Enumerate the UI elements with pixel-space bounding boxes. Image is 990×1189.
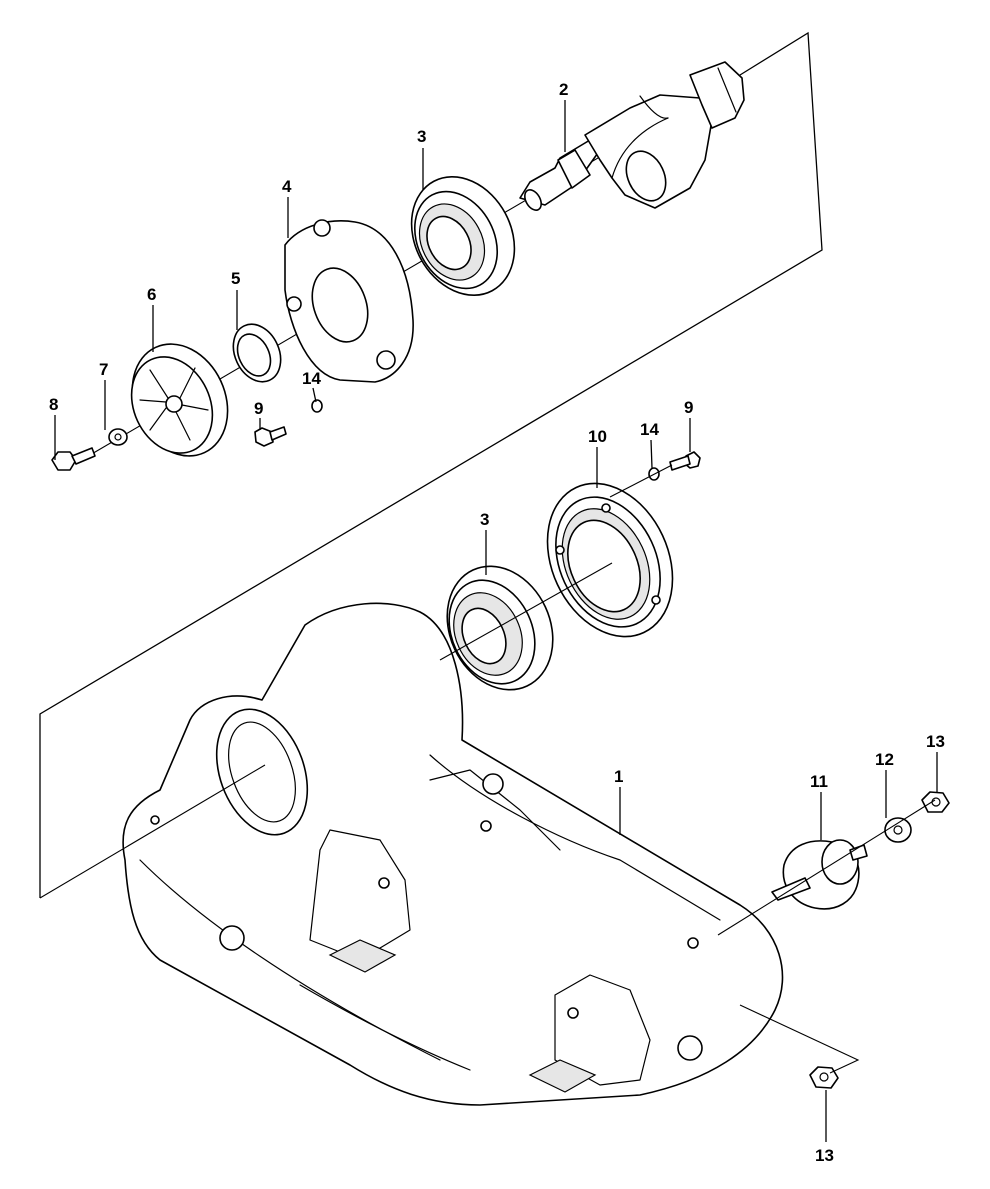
nut-axis <box>739 1004 860 1074</box>
screw-axis <box>609 464 673 498</box>
end-plate-part <box>284 219 414 383</box>
rubber-buffer-part <box>771 839 868 910</box>
lower-nut-part <box>809 1066 839 1089</box>
pulley-part <box>130 343 229 457</box>
housing-axis <box>39 764 266 899</box>
buffer-washer-part <box>884 817 912 843</box>
callout-14-lower: 14 <box>640 420 659 439</box>
lower-bearing-part <box>446 565 554 691</box>
callout-1: 1 <box>614 767 623 786</box>
upper-small-washer-part <box>311 399 323 413</box>
leader-lines <box>54 100 938 1142</box>
upper-nut-part <box>921 791 950 813</box>
callout-10: 10 <box>588 427 607 446</box>
washer-part <box>108 428 128 446</box>
callout-3-upper: 3 <box>417 127 426 146</box>
buffer-axis <box>717 799 936 936</box>
base-plate-part <box>122 602 784 1106</box>
callout-14-upper: 14 <box>302 369 321 388</box>
callout-13-lower: 13 <box>815 1146 834 1165</box>
callout-9-lower: 9 <box>684 398 693 417</box>
callout-3-lower: 3 <box>480 510 489 529</box>
callout-11: 11 <box>810 772 828 791</box>
callout-5: 5 <box>231 269 240 288</box>
bearing-housing-part <box>546 482 674 638</box>
callout-8: 8 <box>49 395 58 414</box>
callout-7: 7 <box>99 360 108 379</box>
callouts: 2 3 4 5 6 7 8 9 14 10 14 9 3 1 11 12 13 … <box>49 80 945 1165</box>
callout-12: 12 <box>875 750 894 769</box>
upper-screw-part <box>254 426 287 447</box>
callout-4: 4 <box>282 177 292 196</box>
assembly-frame <box>39 31 823 898</box>
callout-2: 2 <box>559 80 568 99</box>
lower-screw-part <box>669 451 701 471</box>
bearing-axis <box>439 562 613 661</box>
flange-bolt-part <box>51 447 96 471</box>
callout-6: 6 <box>147 285 156 304</box>
upper-bearing-part <box>410 176 516 296</box>
crankshaft-part <box>519 61 745 211</box>
callout-9-upper: 9 <box>254 399 263 418</box>
callout-13-upper: 13 <box>926 732 945 751</box>
seal-ring-part <box>232 323 282 383</box>
